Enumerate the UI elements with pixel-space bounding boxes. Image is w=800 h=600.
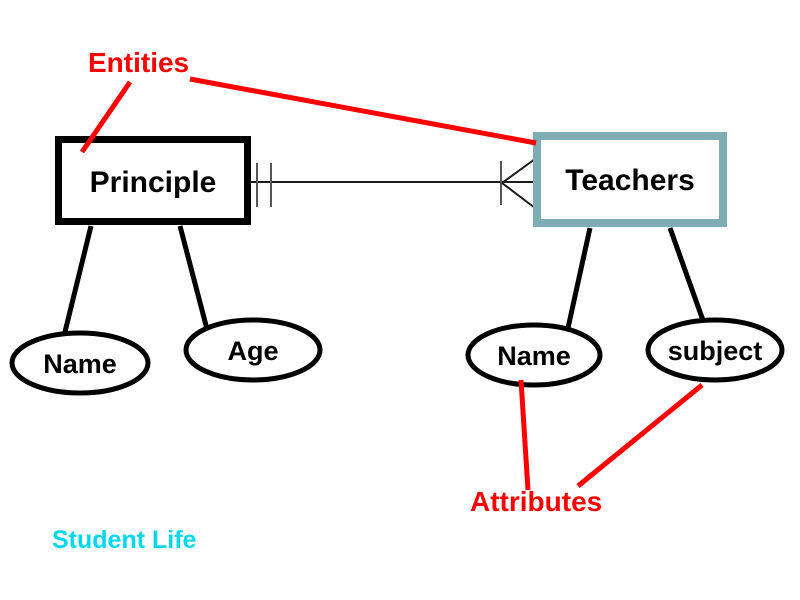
attribute-principle-age[interactable]: Age (183, 317, 323, 383)
annotation-attributes-label: Attributes (470, 486, 602, 517)
attribute-teachers-name[interactable]: Name (465, 322, 603, 388)
connector-principle-name (60, 225, 94, 341)
connector-teachers-subject (667, 227, 708, 327)
entity-principle-label: Principle (90, 166, 217, 199)
crows-foot-upper-prong (501, 158, 536, 184)
attribute-principle-name-label: Name (43, 349, 117, 379)
attribute-principle-name[interactable]: Name (9, 330, 151, 396)
entity-teachers[interactable]: Teachers (533, 132, 727, 227)
annotation-attributes-leader-right (576, 383, 704, 488)
crows-foot-lower-prong (501, 182, 536, 209)
annotation-entities-label: Entities (88, 47, 189, 78)
attribute-teachers-subject-label: subject (668, 336, 763, 366)
annotation-attributes-leader-left (518, 379, 531, 491)
annotation-entities-leader-left (79, 80, 133, 154)
entity-principle[interactable]: Principle (55, 136, 251, 225)
entity-teachers-label: Teachers (565, 164, 695, 197)
relationship-principle-teachers[interactable] (251, 158, 536, 209)
annotation-attributes[interactable]: Attributes (470, 379, 704, 517)
attribute-teachers-subject[interactable]: subject (645, 317, 785, 383)
footer-caption: Student Life (52, 526, 197, 554)
attribute-principle-name-ellipse[interactable] (9, 330, 151, 396)
annotation-entities[interactable]: Entities (79, 47, 537, 154)
connector-principle-age (177, 225, 211, 334)
attribute-teachers-name-label: Name (497, 341, 571, 371)
attribute-teachers-subject-ellipse[interactable] (645, 317, 785, 383)
attribute-principle-age-ellipse[interactable] (183, 317, 323, 383)
entity-teachers-box[interactable] (533, 132, 727, 227)
attribute-connectors (60, 225, 708, 341)
entity-principle-box[interactable] (55, 136, 251, 225)
attribute-principle-age-label: Age (227, 336, 278, 366)
connector-teachers-name (565, 227, 593, 329)
attribute-teachers-name-ellipse[interactable] (465, 322, 603, 388)
annotation-entities-leader-right (189, 76, 537, 146)
